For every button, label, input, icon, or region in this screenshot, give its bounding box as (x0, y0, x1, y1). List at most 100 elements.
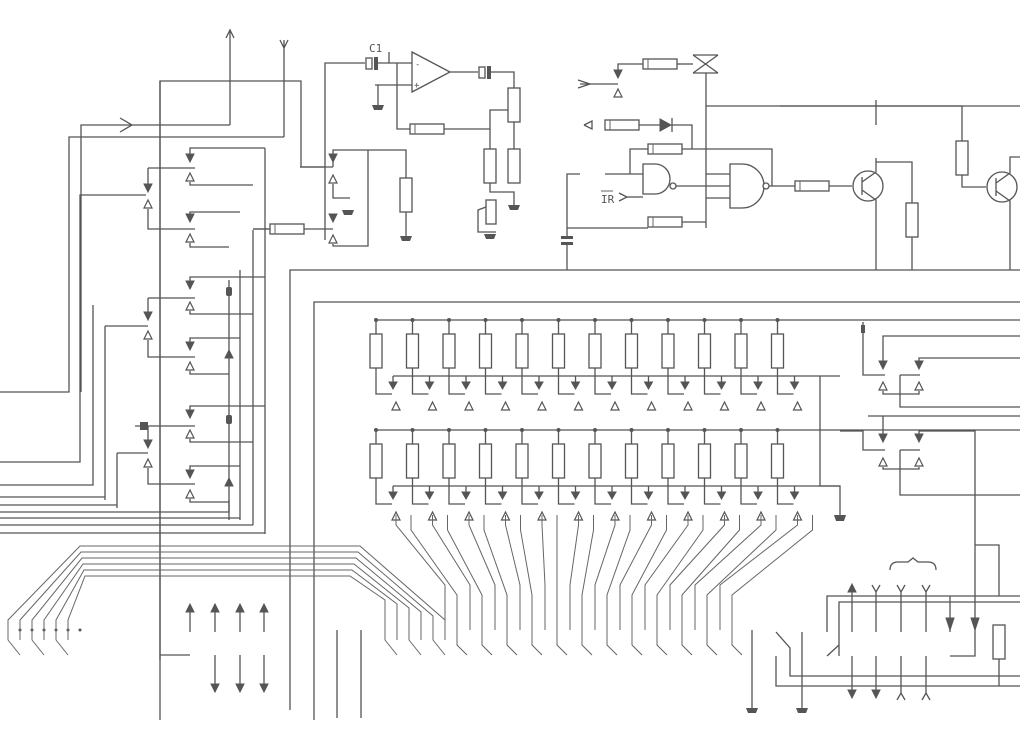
trace (719, 515, 798, 630)
nand-gate (729, 163, 765, 209)
contact-icon (716, 491, 727, 501)
contact-icon (534, 381, 544, 391)
resistor (905, 202, 919, 238)
switch-cross-icon (692, 54, 719, 74)
contact-icon (680, 381, 690, 391)
bottom-right-connector (746, 544, 1020, 713)
trace (505, 515, 521, 630)
resistor (588, 443, 602, 479)
resistor (405, 333, 420, 369)
contact-icon (388, 491, 398, 501)
contact-icon (753, 491, 763, 501)
resistor (697, 333, 712, 369)
resistor (369, 333, 383, 369)
resistor (734, 333, 748, 369)
resistor (478, 333, 493, 369)
trace (619, 515, 652, 630)
resistor (478, 443, 493, 479)
bus-trace (19, 551, 434, 640)
resistor (405, 443, 420, 479)
potentiometer (507, 87, 521, 123)
resistor (794, 180, 830, 192)
ground-icon (796, 708, 808, 713)
contact-icon (388, 381, 398, 391)
resistor (624, 333, 639, 369)
contact-icon (753, 381, 763, 391)
resistor (551, 443, 566, 479)
bus-trace (55, 569, 398, 640)
contact-icon (719, 400, 730, 411)
contact-icon (537, 400, 547, 411)
resistor (734, 443, 748, 479)
resistor-array (369, 318, 1020, 656)
resistor (661, 443, 675, 479)
resistor (515, 443, 529, 479)
resistor (992, 624, 1006, 660)
bus-trace (43, 563, 410, 640)
trace (569, 515, 579, 630)
contact-icon (461, 491, 471, 501)
svg-text:+: + (414, 81, 420, 91)
contact-icon (534, 491, 544, 501)
brace-icon (889, 557, 937, 571)
signal-arrow-icon (119, 117, 134, 133)
contact-icon (646, 400, 657, 411)
contact-icon (716, 381, 727, 391)
switch-group-3 (116, 405, 265, 508)
op-amp-block: C1 - + (300, 42, 521, 247)
ground-icon (746, 708, 758, 713)
resistor (442, 333, 456, 369)
trace (731, 515, 813, 656)
right-switch-block (840, 322, 1020, 545)
contact-icon (643, 381, 654, 391)
bus-trace (31, 557, 422, 640)
trace (594, 515, 616, 630)
trace (631, 515, 667, 656)
down-arrows (210, 655, 269, 694)
contact-icon (607, 491, 617, 501)
up-arrows (185, 602, 269, 632)
trace (669, 515, 725, 630)
input-arrow-icon (279, 39, 289, 50)
trace (541, 515, 546, 630)
capacitor-c1 (365, 57, 373, 70)
resistor (442, 443, 456, 479)
trace (606, 515, 631, 656)
bottom-left-bus (7, 545, 446, 656)
bus-trace (7, 545, 446, 640)
resistor (588, 333, 602, 369)
trace (483, 515, 518, 656)
top-left-wiring (0, 28, 333, 720)
contact-icon (497, 491, 508, 501)
contact-icon (789, 381, 800, 391)
contact-icon (461, 381, 471, 391)
transistor-icon (852, 170, 884, 202)
resistor (409, 123, 445, 135)
trace (447, 515, 493, 656)
contact-icon (424, 491, 435, 501)
trace (556, 515, 568, 656)
resistor (642, 58, 678, 70)
contact-icon (607, 381, 617, 391)
contact-icon (570, 381, 581, 391)
svg-text:-: - (415, 60, 420, 70)
trace (706, 515, 777, 656)
trace (681, 515, 740, 656)
trace (520, 515, 543, 656)
resistor (697, 443, 712, 479)
resistor (770, 333, 785, 369)
contact-icon (391, 400, 401, 411)
transistor-icon (986, 171, 1018, 203)
c1-label: C1 (369, 42, 382, 55)
contact-icon (680, 491, 690, 501)
resistor (515, 333, 529, 369)
contact-icon (756, 400, 766, 411)
trace (694, 515, 762, 630)
ground-icon (508, 205, 520, 210)
contact-icon (500, 400, 511, 411)
trace (395, 515, 446, 630)
trace (581, 515, 594, 656)
op-amp-symbol (411, 50, 452, 94)
nand-gate (642, 163, 671, 195)
